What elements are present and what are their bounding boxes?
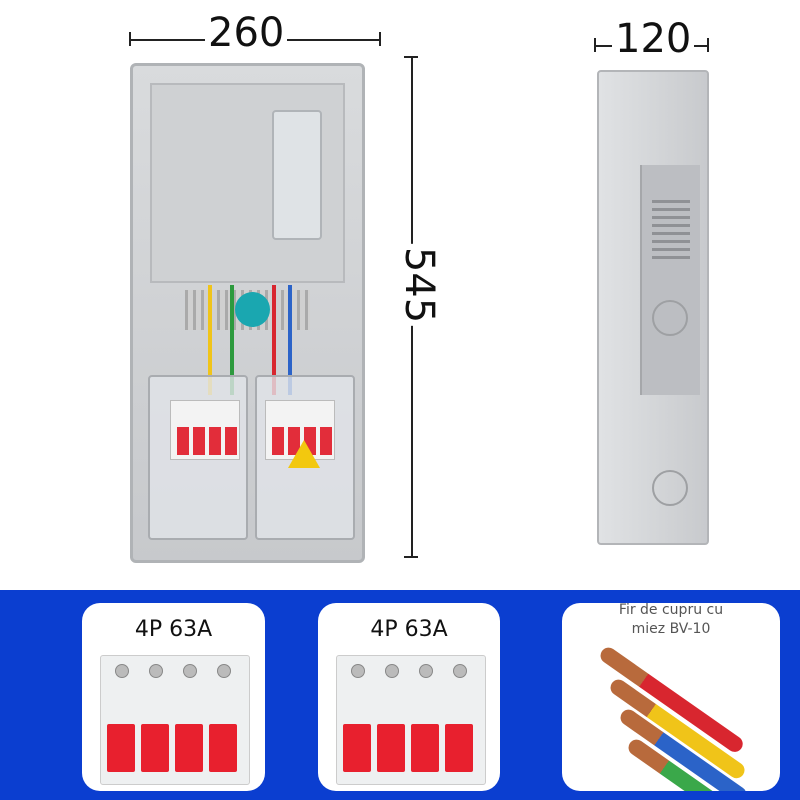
card-title: 4P 63A (134, 617, 213, 642)
width-label: 260 (205, 13, 288, 53)
wire-card-text: Fir de cupru cu miez BV-10 (562, 603, 780, 639)
meter-window (272, 110, 322, 240)
breaker-left (170, 400, 240, 460)
wire-green (230, 285, 234, 395)
terminal-cover (235, 292, 270, 327)
depth-tick-right (707, 38, 709, 52)
side-vents (652, 200, 690, 260)
wire-yellow (208, 285, 212, 395)
height-label: 545 (396, 243, 442, 327)
knockout-top (652, 300, 688, 336)
depth-label: 120 (612, 19, 695, 59)
wire-title-line2: miez BV-10 (631, 621, 711, 637)
wire-title-line1: Fir de cupru cu (618, 603, 724, 618)
mcb-image (100, 655, 250, 785)
breaker-card-2: 4P 63A (318, 603, 500, 791)
card-title: 4P 63A (370, 617, 448, 642)
wire-card: Fir de cupru cu miez BV-10 (562, 603, 780, 791)
width-tick-left (129, 32, 131, 46)
width-tick-right (379, 32, 381, 46)
warning-icon (288, 440, 320, 468)
wire-red (272, 285, 276, 395)
knockout-bottom (652, 470, 688, 506)
height-tick-top (404, 56, 418, 58)
depth-tick-left (594, 38, 596, 52)
breaker-card-1: 4P 63A (82, 603, 265, 791)
height-tick-bottom (404, 556, 418, 558)
mcb-image (336, 655, 486, 785)
wire-blue (288, 285, 292, 395)
